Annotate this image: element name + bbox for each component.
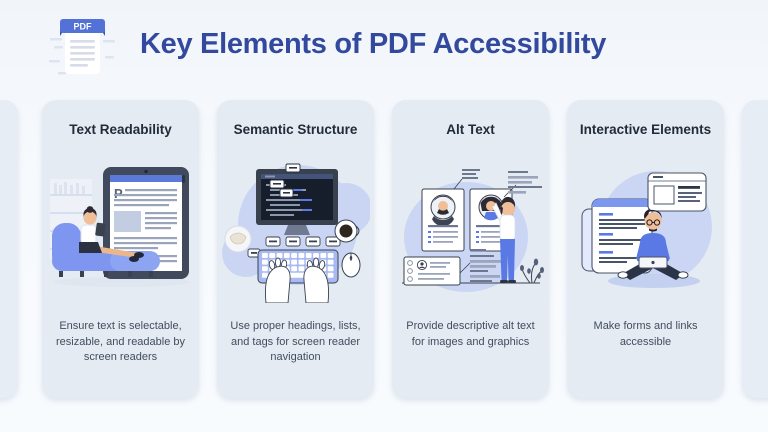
card-description: Ensure text is selectable, resizable, an… (55, 320, 186, 363)
annotated-profile-cards-illustration (401, 169, 544, 292)
pdf-badge-label: PDF (74, 22, 93, 32)
pdf-document-icon: PDF (49, 19, 115, 75)
card-semantic-structure: Semantic Structure (217, 100, 374, 398)
card-interactive-elements: Interactive Elements (567, 100, 724, 398)
drop-cap: P (114, 186, 123, 201)
header: PDF Key Elements of PDF Accessibility (0, 0, 768, 96)
page-title: Key Elements of PDF Accessibility (140, 28, 607, 60)
hands-typing-keyboard-illustration (221, 163, 370, 303)
woman-reading-tablet-illustration: P (49, 167, 190, 287)
card-title: Alt Text (446, 122, 495, 137)
card-description: Make forms and links accessible (593, 320, 698, 348)
card-illustration-area (392, 141, 549, 315)
card-title: Interactive Elements (579, 122, 712, 137)
card-description: Provide descriptive alt text for images … (406, 320, 535, 348)
card-description: Use proper headings, lists, and tags for… (230, 320, 361, 363)
card-illustration-area (217, 141, 374, 315)
card-alt-text: Alt Text (392, 100, 549, 398)
card-title: Semantic Structure (233, 122, 358, 137)
card-illustration-area: P (42, 141, 199, 315)
card-text-readability: Text Readability (42, 100, 199, 398)
card-title: Text Readability (69, 122, 172, 137)
card-illustration-area (567, 141, 724, 315)
card-partial-right (742, 100, 768, 398)
card-partial-left (0, 100, 18, 398)
man-with-laptop-illustration (581, 171, 712, 288)
